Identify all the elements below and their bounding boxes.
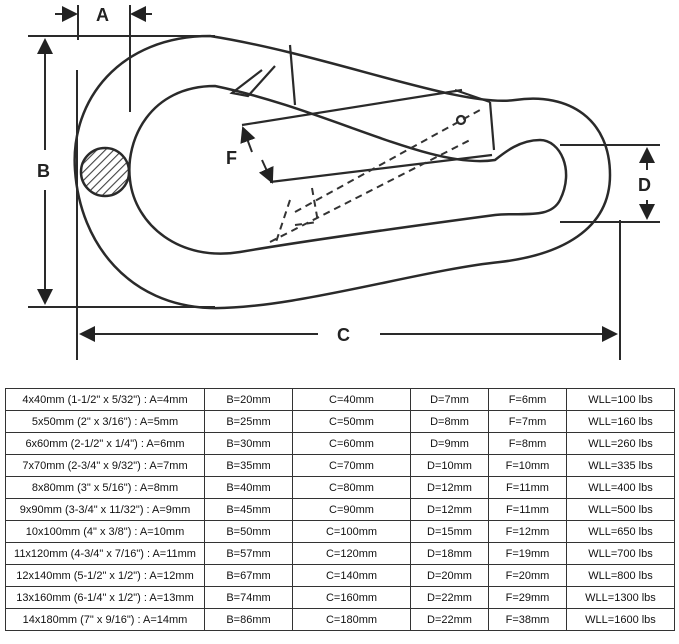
wll-cell: WLL=100 lbs [566, 388, 675, 411]
c-cell: C=40mm [292, 388, 411, 411]
wll-cell: WLL=260 lbs [566, 432, 675, 455]
b-cell: B=30mm [204, 432, 293, 455]
wire-section-hatch [79, 146, 131, 198]
c-cell: C=50mm [292, 410, 411, 433]
b-cell: B=25mm [204, 410, 293, 433]
c-cell: C=120mm [292, 542, 411, 565]
f-cell: F=20mm [488, 564, 567, 587]
wll-cell: WLL=800 lbs [566, 564, 675, 587]
size-cell: 9x90mm (3-3/4" x 11/32") : A=9mm [5, 498, 205, 521]
f-cell: F=8mm [488, 432, 567, 455]
b-cell: B=86mm [204, 608, 293, 631]
b-cell: B=57mm [204, 542, 293, 565]
d-cell: D=18mm [410, 542, 489, 565]
b-cell: B=74mm [204, 586, 293, 609]
label-c: C [337, 325, 350, 345]
b-cell: B=50mm [204, 520, 293, 543]
label-d: D [638, 175, 651, 195]
f-cell: F=11mm [488, 498, 567, 521]
size-cell: 4x40mm (1-1/2" x 5/32") : A=4mm [5, 388, 205, 411]
size-cell: 6x60mm (2-1/2" x 1/4") : A=6mm [5, 432, 205, 455]
label-f: F [226, 148, 237, 168]
d-cell: D=15mm [410, 520, 489, 543]
f-cell: F=38mm [488, 608, 567, 631]
c-cell: C=100mm [292, 520, 411, 543]
d-cell: D=12mm [410, 498, 489, 521]
size-cell: 13x160mm (6-1/4" x 1/2") : A=13mm [5, 586, 205, 609]
size-cell: 11x120mm (4-3/4" x 7/16") : A=11mm [5, 542, 205, 565]
d-cell: D=10mm [410, 454, 489, 477]
wll-cell: WLL=500 lbs [566, 498, 675, 521]
f-cell: F=6mm [488, 388, 567, 411]
b-cell: B=67mm [204, 564, 293, 587]
wll-cell: WLL=700 lbs [566, 542, 675, 565]
c-cell: C=180mm [292, 608, 411, 631]
size-cell: 8x80mm (3" x 5/16") : A=8mm [5, 476, 205, 499]
c-cell: C=90mm [292, 498, 411, 521]
f-cell: F=12mm [488, 520, 567, 543]
f-cell: F=29mm [488, 586, 567, 609]
b-cell: B=35mm [204, 454, 293, 477]
size-cell: 14x180mm (7" x 9/16") : A=14mm [5, 608, 205, 631]
size-cell: 5x50mm (2" x 3/16") : A=5mm [5, 410, 205, 433]
wll-cell: WLL=1600 lbs [566, 608, 675, 631]
b-cell: B=20mm [204, 388, 293, 411]
wll-cell: WLL=1300 lbs [566, 586, 675, 609]
size-cell: 12x140mm (5-1/2" x 1/2") : A=12mm [5, 564, 205, 587]
wll-cell: WLL=650 lbs [566, 520, 675, 543]
f-cell: F=19mm [488, 542, 567, 565]
b-cell: B=40mm [204, 476, 293, 499]
label-b: B [37, 161, 50, 181]
f-cell: F=11mm [488, 476, 567, 499]
f-cell: F=10mm [488, 454, 567, 477]
d-cell: D=22mm [410, 608, 489, 631]
carabiner-outline [73, 34, 612, 310]
size-cell: 7x70mm (2-3/4" x 9/32") : A=7mm [5, 454, 205, 477]
b-cell: B=45mm [204, 498, 293, 521]
d-cell: D=9mm [410, 432, 489, 455]
dimension-lines [28, 5, 660, 360]
wll-cell: WLL=400 lbs [566, 476, 675, 499]
size-cell: 10x100mm (4" x 3/8") : A=10mm [5, 520, 205, 543]
c-cell: C=140mm [292, 564, 411, 587]
c-cell: C=80mm [292, 476, 411, 499]
spring-gate [229, 44, 496, 184]
c-cell: C=160mm [292, 586, 411, 609]
f-cell: F=7mm [488, 410, 567, 433]
wll-cell: WLL=160 lbs [566, 410, 675, 433]
c-cell: C=60mm [292, 432, 411, 455]
wll-cell: WLL=335 lbs [566, 454, 675, 477]
d-cell: D=22mm [410, 586, 489, 609]
c-cell: C=70mm [292, 454, 411, 477]
label-a: A [96, 5, 109, 25]
d-cell: D=7mm [410, 388, 489, 411]
d-cell: D=20mm [410, 564, 489, 587]
carabiner-diagram: A B C D F [28, 5, 660, 360]
gate-open-dashed [269, 109, 481, 246]
d-cell: D=12mm [410, 476, 489, 499]
d-cell: D=8mm [410, 410, 489, 433]
